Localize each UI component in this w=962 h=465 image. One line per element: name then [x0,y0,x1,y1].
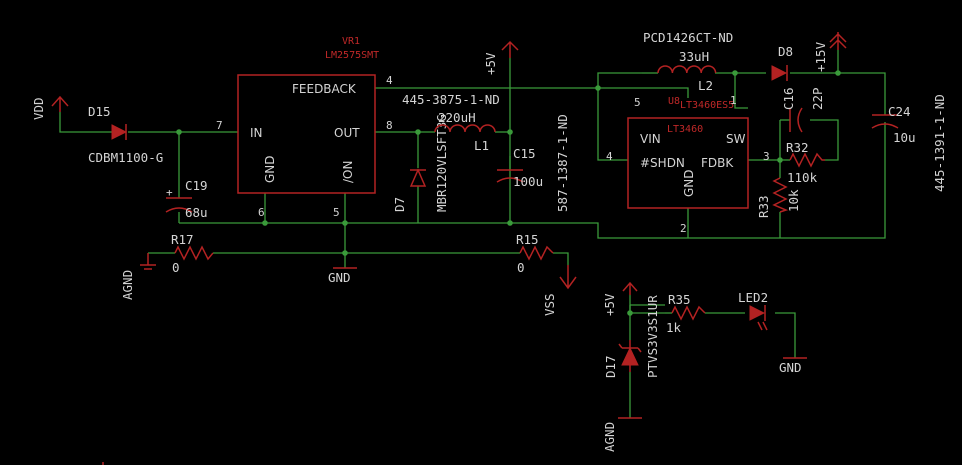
r15-ref: R15 [516,232,539,247]
ic-vr1: VR1 LM2575SMT FEEDBACK IN OUT GND /ON 4 … [216,36,393,219]
vr1-pin-4: 4 [386,74,393,87]
l2-value: 33uH [679,49,709,64]
c24-pn: 445-1391-1-ND [932,94,947,192]
r33-ref: R33 [756,195,771,218]
agnd-label-left: AGND [120,270,135,300]
vr1-pin-gnd: GND [263,155,277,183]
r17-value: 0 [172,260,180,275]
c15-ref: C15 [513,146,536,161]
vss-supply: VSS [542,265,577,316]
vr1-ref: VR1 [342,36,360,47]
p5v-label-led: +5V [602,293,617,316]
r33-value: 10k [786,189,801,212]
capacitor-c24: C24 10u 445-1391-1-ND [871,94,947,192]
u8-pin-fdbk: FDBK [701,156,734,170]
diode-d8: D8 [771,44,793,81]
gnd-label-led: GND [779,360,802,375]
r35-value: 1k [666,320,682,335]
gnd-supply-main: GND [328,267,357,285]
diode-d7: D7 MBR120VLSFT3G [392,114,449,212]
r32-ref: R32 [786,140,809,155]
resistor-r15: R15 0 [516,232,554,275]
u8-pin-1: 1 [730,94,737,107]
c24-value: 10u [893,130,916,145]
agnd-label-bottom: AGND [602,422,617,452]
junction-dots [176,70,841,316]
resistor-r33: R33 10k [756,177,801,218]
l2-ref: L2 [698,78,713,93]
c16-value: 22P [810,87,825,110]
u8-pin-2: 2 [680,222,687,235]
p15v-label: +15V [813,41,828,72]
u8-label: LT3460 [667,124,703,135]
tvs-diode-d17: D17 PTVS3V3S1UR [603,295,660,378]
vr1-pin-feedback: FEEDBACK [292,82,357,96]
c24-ref: C24 [888,104,911,119]
u8-pin-4: 4 [606,150,613,163]
capacitor-c16: C16 22P [781,87,825,133]
vr1-pin-8: 8 [386,119,393,132]
r15-value: 0 [517,260,525,275]
r32-value: 110k [787,170,818,185]
vr1-pin-out: OUT [334,126,360,140]
c15-value: 100u [513,174,543,189]
c19-plus-sign: + [166,186,173,199]
l1-ref: L1 [474,138,489,153]
inductor-l1: 445-3875-1-ND 220uH L1 [402,92,500,153]
capacitor-c19: + C19 68u [165,178,208,220]
l2-pn: PCD1426CT-ND [643,30,733,45]
vr1-pin-5: 5 [333,206,340,219]
c15-pn: 587-1387-1-ND [555,114,570,212]
vr1-pin-6: 6 [258,206,265,219]
d17-value: PTVS3V3S1UR [645,295,660,378]
u8-pin-sw: SW [726,132,746,146]
ic-u8: U8 LT3460ES5 LT3460 VIN SW #SHDN FDBK GN… [606,94,770,235]
u8-pin-gnd: GND [682,169,696,197]
l1-pn: 445-3875-1-ND [402,92,500,107]
d7-value: MBR120VLSFT3G [434,114,449,212]
gnd-label-main: GND [328,270,351,285]
vr1-pin-7: 7 [216,119,223,132]
wires [59,50,886,418]
u8-ref: U8 [668,96,680,107]
agnd-supply-left: AGND [120,253,156,300]
u8-pin-5: 5 [634,96,641,109]
d17-ref: D17 [603,355,618,378]
led-led2: LED2 [738,290,768,331]
p5v-supply-main: +5V [483,40,519,75]
c16-ref: C16 [781,87,796,110]
u8-pin-3: 3 [763,150,770,163]
d15-value: CDBM1100-G [88,150,163,165]
resistor-r35: R35 1k [666,292,706,335]
u8-pin-shdn: #SHDN [640,156,685,170]
p15v-supply: +15V [813,32,847,72]
c19-ref: C19 [185,178,208,193]
u8-part: LT3460ES5 [680,100,734,111]
p5v-label-main: +5V [483,52,498,75]
vdd-label: VDD [31,97,46,120]
resistor-r17: R17 0 [171,232,214,275]
r17-ref: R17 [171,232,194,247]
vss-label: VSS [542,293,557,316]
led2-ref: LED2 [738,290,768,305]
gnd-supply-led: GND [779,357,807,375]
vdd-supply: VDD [31,95,69,120]
agnd-supply-bottom: AGND [602,417,642,452]
vr1-part: LM2575SMT [325,50,379,61]
c19-value: 68u [185,205,208,220]
resistor-r32: R32 110k [786,140,825,185]
d7-ref: D7 [392,197,407,212]
d15-ref: D15 [88,104,111,119]
capacitor-c15: C15 100u 587-1387-1-ND [496,114,570,212]
r35-ref: R35 [668,292,691,307]
vr1-pin-in: IN [250,126,263,140]
p5v-supply-led: +5V [602,281,638,316]
u8-pin-vin: VIN [640,132,661,146]
d8-ref: D8 [778,44,793,59]
vr1-pin-on: /ON [341,161,355,183]
l1-value: 220uH [438,110,476,125]
diode-d15: D15 CDBM1100-G [88,104,163,165]
inductor-l2: PCD1426CT-ND 33uH L2 [643,30,733,93]
